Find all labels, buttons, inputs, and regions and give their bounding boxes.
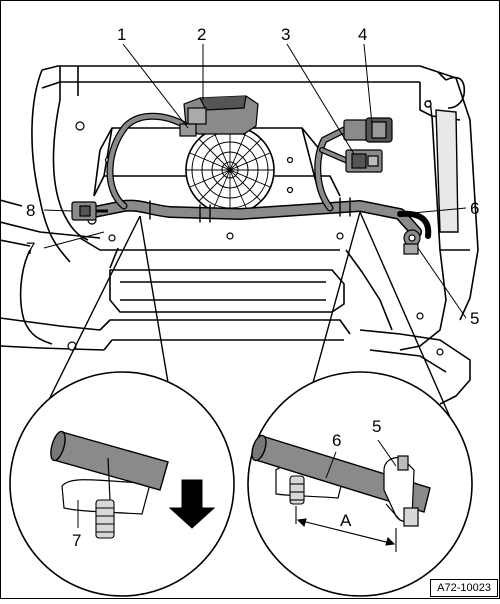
detail-right — [247, 371, 473, 597]
callout-3: 3 — [281, 25, 291, 44]
speaker-grille — [185, 125, 275, 215]
connector-3 — [345, 149, 383, 173]
detail-left — [9, 371, 235, 597]
callout-4: 4 — [358, 25, 368, 44]
callout-7: 7 — [26, 239, 36, 258]
connector-1 — [179, 123, 197, 137]
component-2-control-unit — [183, 95, 259, 135]
callout-5: 5 — [470, 309, 480, 328]
clip-5 — [403, 229, 421, 255]
callout-6: 6 — [470, 199, 480, 218]
detail-left-callout-7: 7 — [72, 531, 82, 550]
callout-8: 8 — [26, 201, 36, 220]
leader-lines — [43, 43, 467, 319]
dimension-a-label: A — [340, 511, 352, 530]
callout-1: 1 — [117, 25, 127, 44]
callout-2: 2 — [197, 25, 207, 44]
connector-4 — [343, 117, 393, 143]
detail-right-callout-6: 6 — [332, 431, 342, 450]
vehicle-body-outline — [0, 65, 479, 405]
hinge-area — [424, 99, 459, 233]
reference-code: A72-10023 — [430, 579, 498, 597]
detail-right-callout-5: 5 — [372, 417, 382, 436]
floor-holes — [67, 121, 444, 356]
down-arrow-icon — [168, 479, 216, 529]
